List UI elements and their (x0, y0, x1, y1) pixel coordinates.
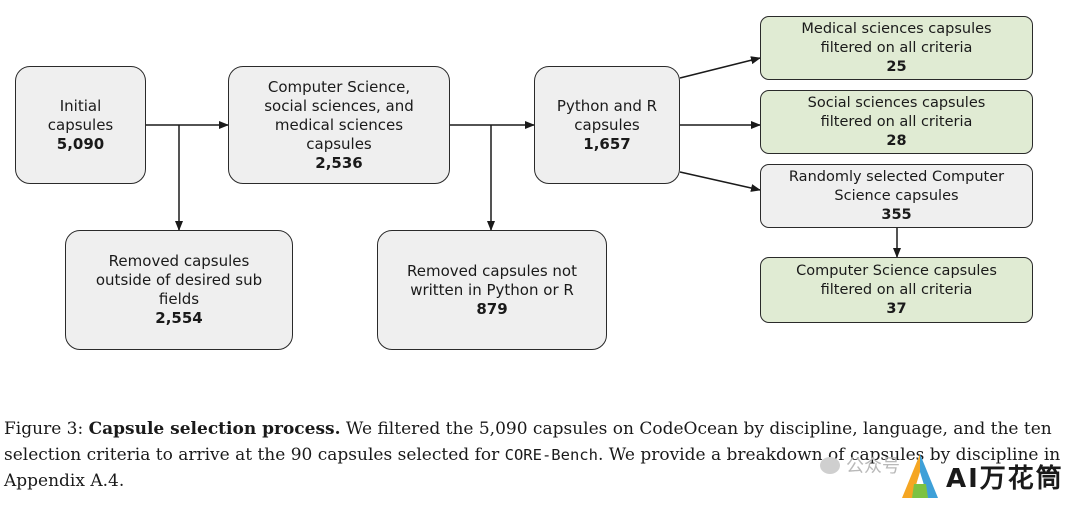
box-removed-language: Removed capsules not written in Python o… (377, 230, 607, 350)
box-text-line: Science capsules (834, 187, 959, 204)
box-social-filtered: Social sciences capsules filtered on all… (760, 90, 1033, 154)
box-count: 28 (886, 132, 907, 149)
watermark-text: AI万花筒 (946, 463, 1064, 494)
box-count: 879 (476, 299, 508, 318)
box-text-line: Removed capsules (108, 252, 250, 270)
box-count: 1,657 (583, 134, 631, 153)
kaleidoscope-logo-icon (902, 454, 938, 498)
box-text-line: written in Python or R (410, 280, 574, 299)
box-initial-capsules: Initial capsules 5,090 (15, 66, 146, 184)
wechat-icon (820, 456, 840, 474)
arrow-python-to-medical (679, 56, 761, 79)
box-text-line: Initial (59, 96, 102, 115)
box-count: 37 (886, 300, 907, 317)
box-text-line: filtered on all criteria (820, 281, 973, 298)
box-text-line: Social sciences capsules (807, 94, 986, 111)
box-text-line: capsules (574, 115, 640, 134)
box-text-line: medical sciences (274, 115, 404, 134)
box-count: 2,554 (155, 309, 203, 327)
caption-label: Figure 3: (4, 419, 84, 439)
box-text-line: capsules (47, 115, 114, 134)
watermark-faint-text: 公众号 (846, 456, 900, 477)
caption-title: Capsule selection process. (88, 419, 341, 439)
box-text-line: Computer Science, (267, 77, 411, 96)
caption-text-end: . We provide a breakdown of capsules by … (4, 445, 1061, 491)
box-count: 2,536 (315, 153, 363, 172)
box-count: 5,090 (56, 134, 105, 153)
watermark-faint: 公众号 (820, 452, 900, 478)
box-python-r-capsules: Python and R capsules 1,657 (534, 66, 680, 184)
box-text-line: Python and R (556, 96, 658, 115)
caption-code: CORE-Bench (504, 446, 598, 464)
box-text-line: Computer Science capsules (796, 262, 997, 279)
box-removed-subfields: Removed capsules outside of desired sub … (65, 230, 293, 350)
arrows (146, 56, 901, 258)
box-subfield-capsules: Computer Science, social sciences, and m… (228, 66, 450, 184)
box-count: 25 (886, 58, 907, 75)
box-text-line: capsules (306, 134, 372, 153)
box-text-line: Removed capsules not (407, 261, 577, 280)
box-text-line: fields (158, 290, 200, 308)
arrow-python-to-cs-random (679, 171, 761, 192)
box-count: 355 (881, 206, 912, 223)
box-text-line: filtered on all criteria (820, 39, 973, 56)
box-cs-random: Randomly selected Computer Science capsu… (760, 164, 1033, 228)
figure-caption: Figure 3: Capsule selection process. We … (4, 416, 1080, 494)
caption-text: We filtered the 5,090 capsules on CodeOc… (4, 419, 1052, 465)
watermark: AI万花筒 (900, 452, 1064, 500)
box-text-line: Randomly selected Computer (788, 168, 1005, 185)
box-text-line: social sciences, and (264, 96, 414, 115)
box-text-line: Medical sciences capsules (801, 20, 992, 37)
box-medical-filtered: Medical sciences capsules filtered on al… (760, 16, 1033, 80)
box-text-line: outside of desired sub (95, 271, 263, 289)
box-text-line: filtered on all criteria (820, 113, 973, 130)
box-cs-filtered: Computer Science capsules filtered on al… (760, 257, 1033, 323)
